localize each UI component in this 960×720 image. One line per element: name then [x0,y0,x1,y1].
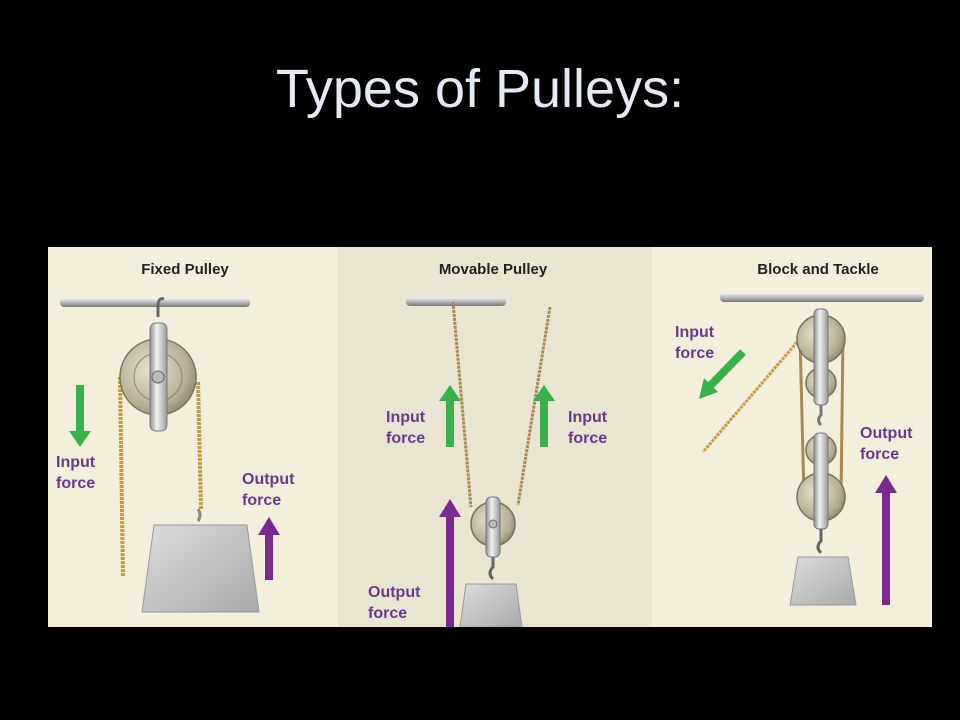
fixed-bar [60,298,250,307]
block-tackle-heading: Block and Tackle [757,261,878,278]
fixed-rope-right [196,381,203,510]
fixed-hook [156,297,165,317]
movable-output-label-2: force [368,605,407,622]
block-rope-left [798,336,806,498]
movable-input-left-label-1: Input [386,409,426,426]
block-bar [720,293,924,302]
block-rope-input [701,326,812,453]
movable-input-right-label-2: force [568,430,607,447]
fixed-weight [141,524,260,613]
panel-movable-bg [338,247,652,627]
block-output-label-2: force [860,446,899,463]
movable-output-label-1: Output [368,584,421,601]
pulley-figure: Fixed Pulley Input force Output force Mo… [48,247,932,627]
fixed-input-label-1: Input [56,454,96,471]
fixed-rope-left [118,376,125,578]
block-weight [789,556,857,606]
movable-input-right-label-1: Input [568,409,608,426]
fixed-input-label-2: force [56,475,95,492]
block-rope-right [839,336,845,498]
slide-title: Types of Pulleys: [275,59,685,119]
movable-rope-right [516,306,552,506]
movable-pulley-heading: Movable Pulley [439,261,548,278]
block-input-label-2: force [675,345,714,362]
block-input-label-1: Input [675,324,715,341]
block-input-arrow [707,349,746,389]
fixed-output-label-2: force [242,492,281,509]
block-plate-bottom [813,432,829,530]
fixed-pulley-heading: Fixed Pulley [141,261,229,278]
movable-rope-left [451,301,473,508]
fixed-output-label-1: Output [242,471,295,488]
movable-weight [459,583,523,627]
movable-input-left-label-2: force [386,430,425,447]
block-plate-top [813,308,829,406]
movable-bar [406,297,506,306]
block-output-label-1: Output [860,425,913,442]
